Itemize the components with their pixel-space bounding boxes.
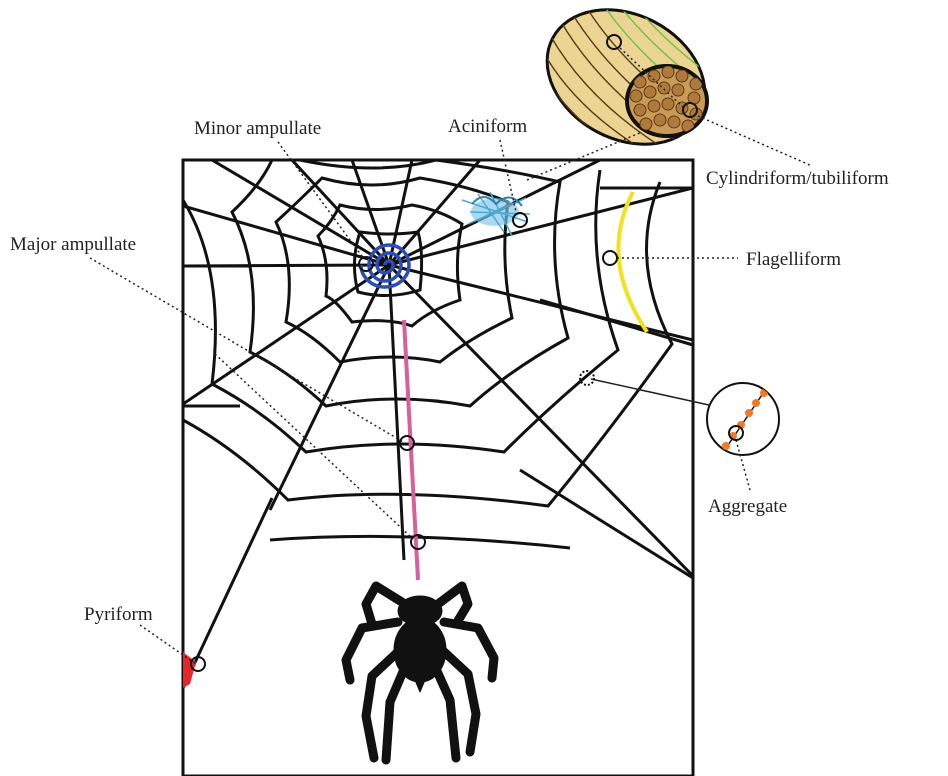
label-minor-ampullate: Minor ampullate — [194, 118, 321, 139]
label-major-ampullate: Major ampullate — [10, 234, 136, 255]
leader-aggregate-zoom — [591, 379, 709, 405]
leader-cylindriform — [698, 116, 812, 166]
leader-aciniform-case — [527, 132, 642, 180]
label-aggregate: Aggregate — [708, 496, 787, 517]
web-spiral-threads — [183, 160, 672, 548]
label-pyriform: Pyriform — [84, 604, 153, 625]
label-cylindriform: Cylindriform/tubiliform — [706, 168, 889, 189]
spider-silhouette — [346, 586, 494, 760]
leader-lines — [90, 48, 812, 664]
anchor-thread-pyriform — [183, 498, 272, 688]
flagelliform-thread — [618, 192, 647, 332]
marker-flagelliform — [603, 251, 617, 265]
label-flagelliform: Flagelliform — [746, 249, 841, 270]
egg-case — [524, 0, 729, 171]
leader-major-ampullate-b — [215, 354, 412, 538]
aggregate-magnifier — [707, 380, 779, 460]
web-radial-threads — [183, 160, 693, 576]
label-aciniform: Aciniform — [448, 116, 527, 137]
